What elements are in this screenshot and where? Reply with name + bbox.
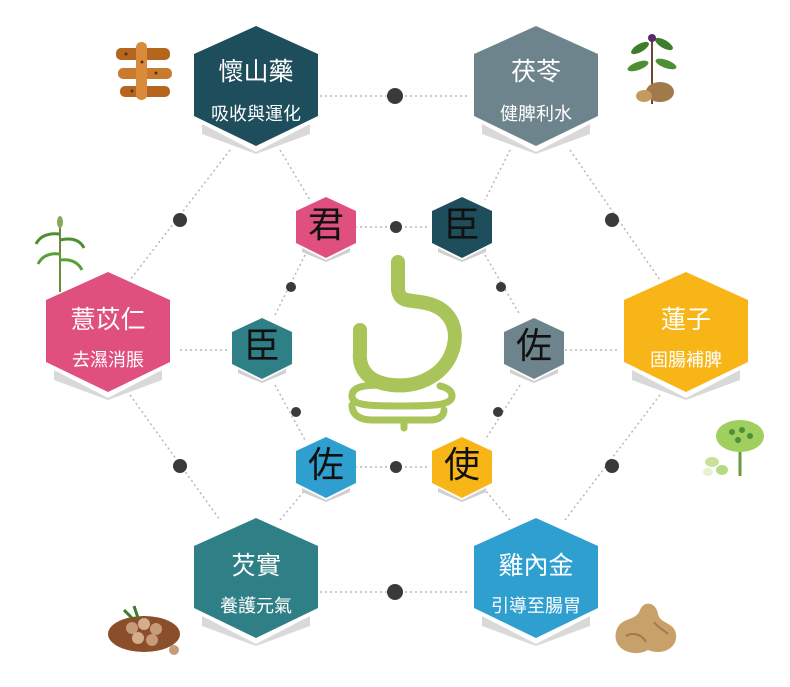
dot-bottom-outer	[387, 584, 403, 600]
dot-right-upper	[605, 213, 619, 227]
herb-name: 薏苡仁	[70, 305, 146, 334]
hexagon-shape	[232, 318, 292, 383]
role-zuo-right: 佐	[502, 317, 566, 383]
hexagon-shape	[194, 518, 318, 646]
role-label: 臣	[243, 326, 280, 367]
dot-left-upper	[173, 213, 187, 227]
herb-card-gizzard: 雞內金 引導至腸胃	[470, 516, 602, 646]
outer-connector-lines	[129, 95, 661, 593]
line-poria-lotus	[569, 149, 661, 281]
hexagon-shape	[432, 437, 492, 502]
herb-name: 蓮子	[660, 305, 711, 334]
role-chen-left: 臣	[230, 317, 294, 383]
dot-left-lower	[173, 459, 187, 473]
line-yam-coix	[129, 149, 231, 281]
lotus-pod-icon	[703, 420, 764, 476]
hexagon-shape	[474, 518, 598, 646]
dot-inner-ur	[496, 282, 506, 292]
role-label: 君	[307, 205, 344, 246]
hexagon-shape	[504, 318, 564, 383]
herb-card-euryale: 芡實 養護元氣	[190, 516, 322, 646]
dot-top-outer	[387, 88, 403, 104]
hexagon-shape	[296, 197, 356, 262]
herb-name: 茯苓	[510, 57, 561, 86]
role-label: 佐	[515, 326, 552, 367]
role-label: 佐	[307, 445, 344, 486]
herb-effect: 吸收與運化	[211, 104, 301, 125]
dot-inner-top	[390, 221, 402, 233]
role-jun: 君	[294, 196, 358, 262]
yam-root-icon	[116, 42, 172, 100]
line-gizzard-shi	[484, 489, 511, 521]
role-chen-top: 臣	[430, 196, 494, 262]
herb-effect: 健脾利水	[500, 104, 572, 125]
herb-card-yam: 懷山藥 吸收與運化	[190, 24, 322, 154]
herb-card-coix: 薏苡仁 去濕消脹	[42, 270, 174, 400]
herb-effect: 引導至腸胃	[491, 596, 581, 617]
ginger-root-icon	[615, 603, 677, 654]
dot-inner-ll	[291, 407, 301, 417]
herb-name: 雞內金	[498, 551, 574, 580]
herb-name: 芡實	[230, 551, 281, 580]
line-poria-chen	[484, 149, 511, 201]
connector-dots	[173, 88, 619, 600]
stomach-icon	[348, 255, 462, 432]
line-lotus-gizzard	[564, 394, 661, 521]
hexagon-shape	[474, 26, 598, 154]
hexagon-shape	[432, 197, 492, 262]
line-chen-zuo	[484, 254, 521, 316]
hexagon-shape	[296, 437, 356, 502]
herb-card-lotus: 蓮子 固腸補脾	[620, 270, 752, 400]
coix-plant-icon	[34, 216, 86, 292]
line-euryale-zuo	[279, 489, 306, 521]
role-label: 臣	[443, 205, 480, 246]
line-jun-chenleft	[274, 254, 306, 316]
line-chenleft-zuo	[274, 384, 306, 441]
role-zuo-bottom: 佐	[294, 436, 358, 502]
line-coix-euryale	[129, 394, 221, 521]
herb-card-poria: 茯苓 健脾利水	[470, 24, 602, 154]
herb-effect: 養護元氣	[220, 596, 292, 617]
line-zuo-shi	[484, 384, 521, 441]
herb-effect: 去濕消脹	[72, 350, 144, 371]
hexagon-shape	[624, 272, 748, 400]
herb-effect: 固腸補脾	[650, 350, 722, 371]
role-label: 使	[443, 445, 480, 486]
hexagon-shape	[194, 26, 318, 154]
role-shi: 使	[430, 436, 494, 502]
dot-right-lower	[605, 459, 619, 473]
herb-name: 懷山藥	[218, 57, 294, 86]
dot-inner-ul	[286, 282, 296, 292]
dot-inner-bottom	[390, 461, 402, 473]
dot-inner-lr	[493, 407, 503, 417]
euryale-seed-icon	[108, 605, 180, 655]
hexagon-shape	[46, 272, 170, 400]
poria-plant-icon	[627, 34, 677, 104]
